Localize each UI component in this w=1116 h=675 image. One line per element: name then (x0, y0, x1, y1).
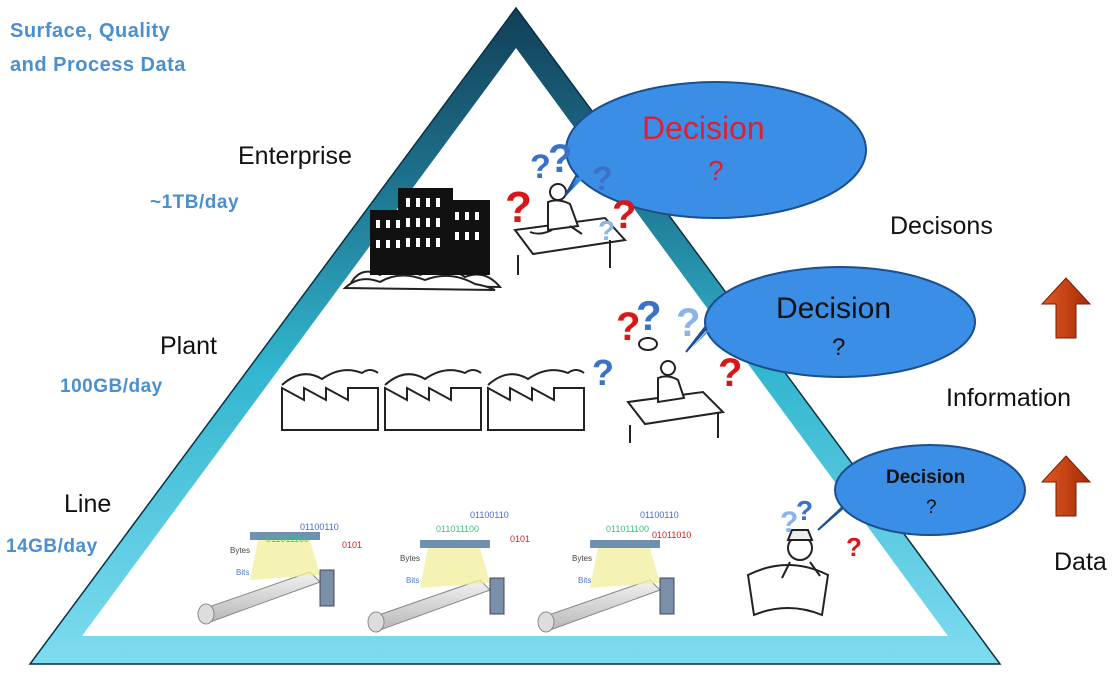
enterprise-label: Enterprise (238, 142, 352, 170)
factory-icons (281, 369, 585, 431)
inspection-machine-2 (367, 540, 505, 633)
svg-text:?: ? (612, 193, 636, 237)
machine2-bin-a: 01100110 (470, 510, 509, 520)
plant-rate: 100GB/day (60, 376, 163, 397)
svg-text:?: ? (616, 305, 640, 349)
svg-text:?: ? (718, 351, 742, 395)
svg-text:?: ? (548, 137, 572, 181)
machine3-bytes: Bytes (572, 554, 593, 563)
heading-line-2: and Process Data (10, 54, 186, 76)
machine2-bin-c: 0101 (510, 534, 531, 544)
heading-line-1: Surface, Quality (10, 20, 171, 42)
svg-text:?: ? (530, 148, 551, 186)
decision-bubble-low (817, 444, 1026, 536)
inspection-machine-1 (197, 532, 335, 625)
side-label-information: Information (946, 384, 1072, 412)
machine3-bin-b: 011011100 (606, 524, 650, 534)
svg-text:?: ? (598, 215, 615, 246)
machine1-bin-b: 011011100 (266, 534, 310, 544)
up-arrow-icon-upper (1040, 277, 1092, 339)
machine2-bytes: Bytes (400, 554, 421, 563)
plant-label: Plant (160, 332, 217, 360)
svg-text:?: ? (636, 292, 662, 339)
svg-text:?: ? (505, 183, 532, 232)
svg-text:?: ? (796, 495, 813, 526)
line-rate: 14GB/day (6, 536, 98, 557)
office-building-icon (342, 188, 503, 291)
svg-text:?: ? (676, 301, 700, 345)
svg-text:?: ? (780, 506, 798, 539)
decision-top-mark: ? (708, 155, 724, 186)
machine2-bin-b: 011011100 (436, 524, 480, 534)
thinking-person-desk-icon-top (513, 183, 627, 275)
machine3-bin-a: 01100110 (640, 510, 679, 520)
decision-bubble-mid (685, 266, 976, 378)
thinking-person-desk-icon-mid (626, 337, 726, 443)
up-arrow-icon-lower (1040, 455, 1092, 517)
machine2-bits: Bits (406, 576, 420, 585)
line-label: Line (64, 490, 112, 518)
svg-text:?: ? (592, 352, 614, 393)
worker-reading-icon (746, 529, 830, 617)
machine1-bytes: Bytes (230, 546, 251, 555)
decision-mid-mark: ? (832, 334, 846, 361)
machine3-bin-c: 01011010 (652, 530, 692, 540)
enterprise-rate: ~1TB/day (150, 192, 240, 213)
machine1-bin-c: 0101 (342, 540, 363, 550)
side-label-data: Data (1054, 548, 1107, 576)
decision-low-title: Decision (886, 467, 966, 488)
machine1-bits: Bits (236, 568, 250, 577)
decision-bubble-top (564, 81, 867, 219)
decision-low-mark: ? (926, 497, 937, 518)
svg-text:?: ? (846, 532, 862, 562)
decision-top-title: Decision (642, 110, 765, 146)
decision-mid-title: Decision (776, 292, 892, 325)
question-marks: ? ? ? ? ? ? ? ? ? ? ? ? ? ? (505, 137, 862, 562)
svg-text:?: ? (592, 160, 613, 198)
machine1-bin-a: 01100110 (300, 522, 339, 532)
inspection-machine-3 (537, 540, 675, 633)
side-label-decisions: Decisons (890, 212, 993, 240)
machine3-bits: Bits (578, 576, 592, 585)
